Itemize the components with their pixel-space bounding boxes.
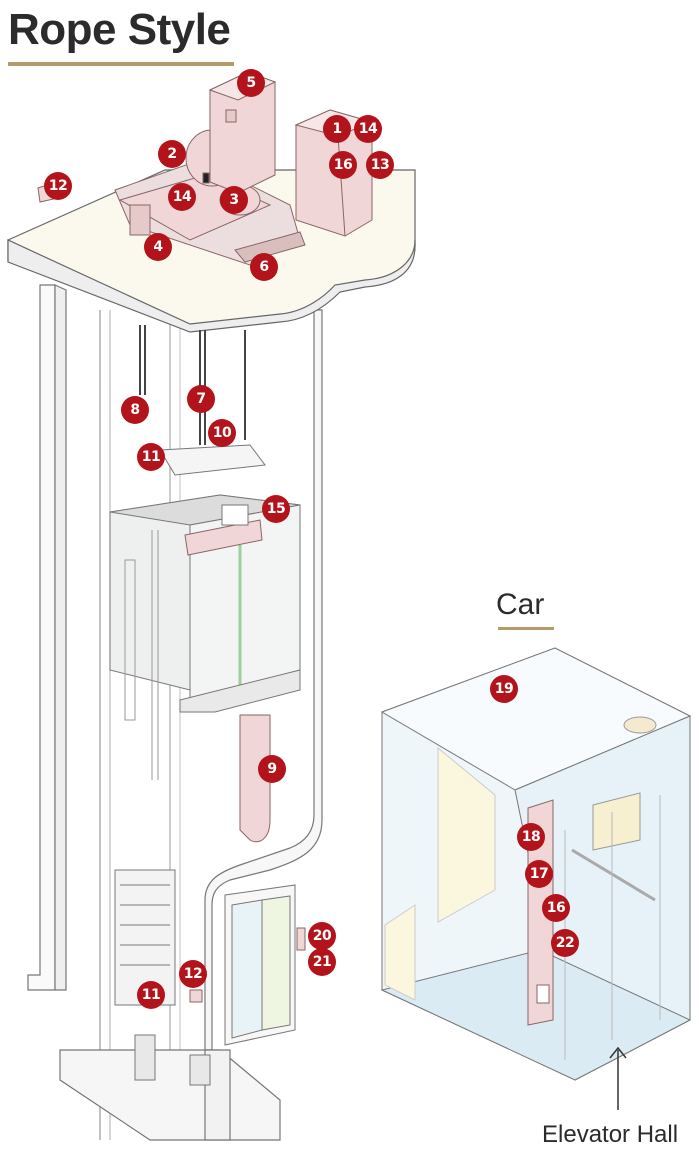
marker-16-car: 16: [542, 894, 570, 922]
marker-18: 18: [517, 823, 545, 851]
marker-7: 7: [187, 385, 215, 413]
marker-17: 17: [525, 860, 553, 888]
marker-1: 1: [323, 115, 351, 143]
marker-5: 5: [237, 69, 265, 97]
counterweight: [239, 714, 271, 843]
elevator-car: [109, 444, 301, 713]
marker-20: 20: [308, 922, 336, 950]
hall-door: [224, 884, 306, 1046]
marker-2: 2: [158, 140, 186, 168]
marker-12-pit: 12: [179, 960, 207, 988]
car-interior: [380, 647, 692, 1081]
hall-arrow: [609, 1046, 627, 1110]
marker-14-cabinet: 14: [354, 115, 382, 143]
guide-rails: [124, 530, 159, 780]
car-title-underline: [498, 627, 554, 630]
car-title: Car: [496, 588, 545, 621]
marker-22: 22: [551, 929, 579, 957]
marker-15: 15: [262, 495, 290, 523]
marker-12-top: 12: [44, 172, 72, 200]
marker-19: 19: [490, 675, 518, 703]
marker-16-cabinet: 16: [329, 151, 357, 179]
marker-13: 13: [366, 151, 394, 179]
marker-3: 3: [220, 186, 248, 214]
marker-8: 8: [121, 396, 149, 424]
page-title: Rope Style: [8, 5, 231, 54]
elevator-hall-label: Elevator Hall: [542, 1121, 679, 1148]
marker-14-machine: 14: [168, 183, 196, 211]
marker-9: 9: [258, 755, 286, 783]
marker-11-top: 11: [137, 443, 165, 471]
marker-4: 4: [144, 233, 172, 261]
marker-21: 21: [308, 948, 336, 976]
marker-10: 10: [208, 419, 236, 447]
marker-11-pit: 11: [137, 981, 165, 1009]
marker-6: 6: [250, 253, 278, 281]
title-underline: [8, 62, 234, 66]
